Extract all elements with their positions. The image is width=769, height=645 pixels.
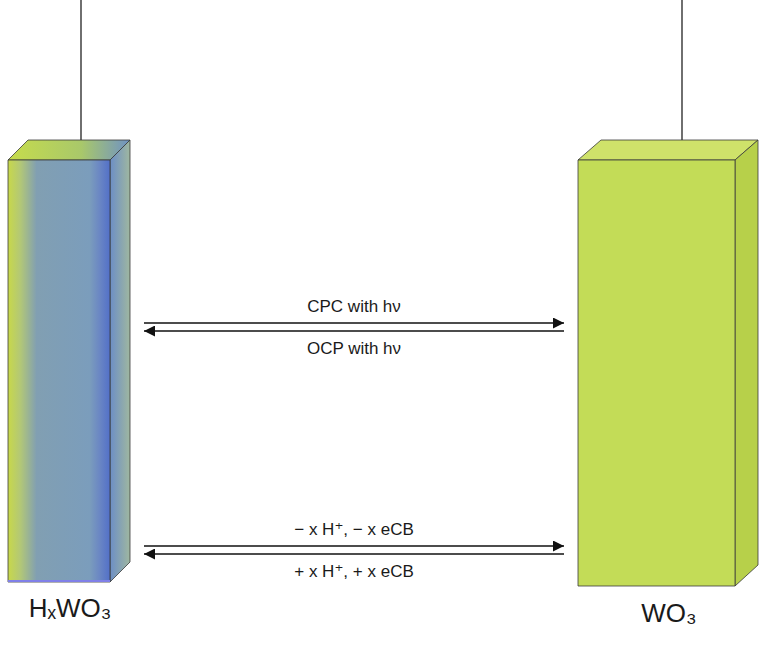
slab-side-face: [735, 140, 758, 586]
reaction-arrow: [144, 330, 564, 332]
slab-top-face: [578, 140, 758, 160]
electrode-slab: WO₃: [574, 135, 764, 631]
electrode-slab: HₓWO₃: [6, 135, 134, 626]
reaction-arrow: [144, 322, 564, 324]
arrow-label: − x H⁺, − x eCB: [294, 520, 414, 540]
slab-top-face: [8, 140, 130, 160]
slab-front-face: [578, 160, 735, 586]
reaction-arrow: [144, 553, 564, 555]
slab-side-face: [110, 140, 130, 582]
electrode-label: WO₃: [641, 598, 696, 629]
slab-shape: [574, 135, 764, 590]
slab-edge: [8, 580, 110, 582]
slab-shape: [6, 135, 134, 585]
electrode-wire: [681, 0, 682, 150]
arrow-label: OCP with hν: [307, 339, 401, 359]
arrow-label: CPC with hν: [307, 297, 401, 317]
electrode-label: HₓWO₃: [29, 593, 112, 624]
slab-front-face: [8, 160, 110, 582]
arrow-label: + x H⁺, + x eCB: [294, 562, 414, 582]
electrode-wire: [80, 0, 81, 150]
reaction-arrow: [144, 545, 564, 547]
